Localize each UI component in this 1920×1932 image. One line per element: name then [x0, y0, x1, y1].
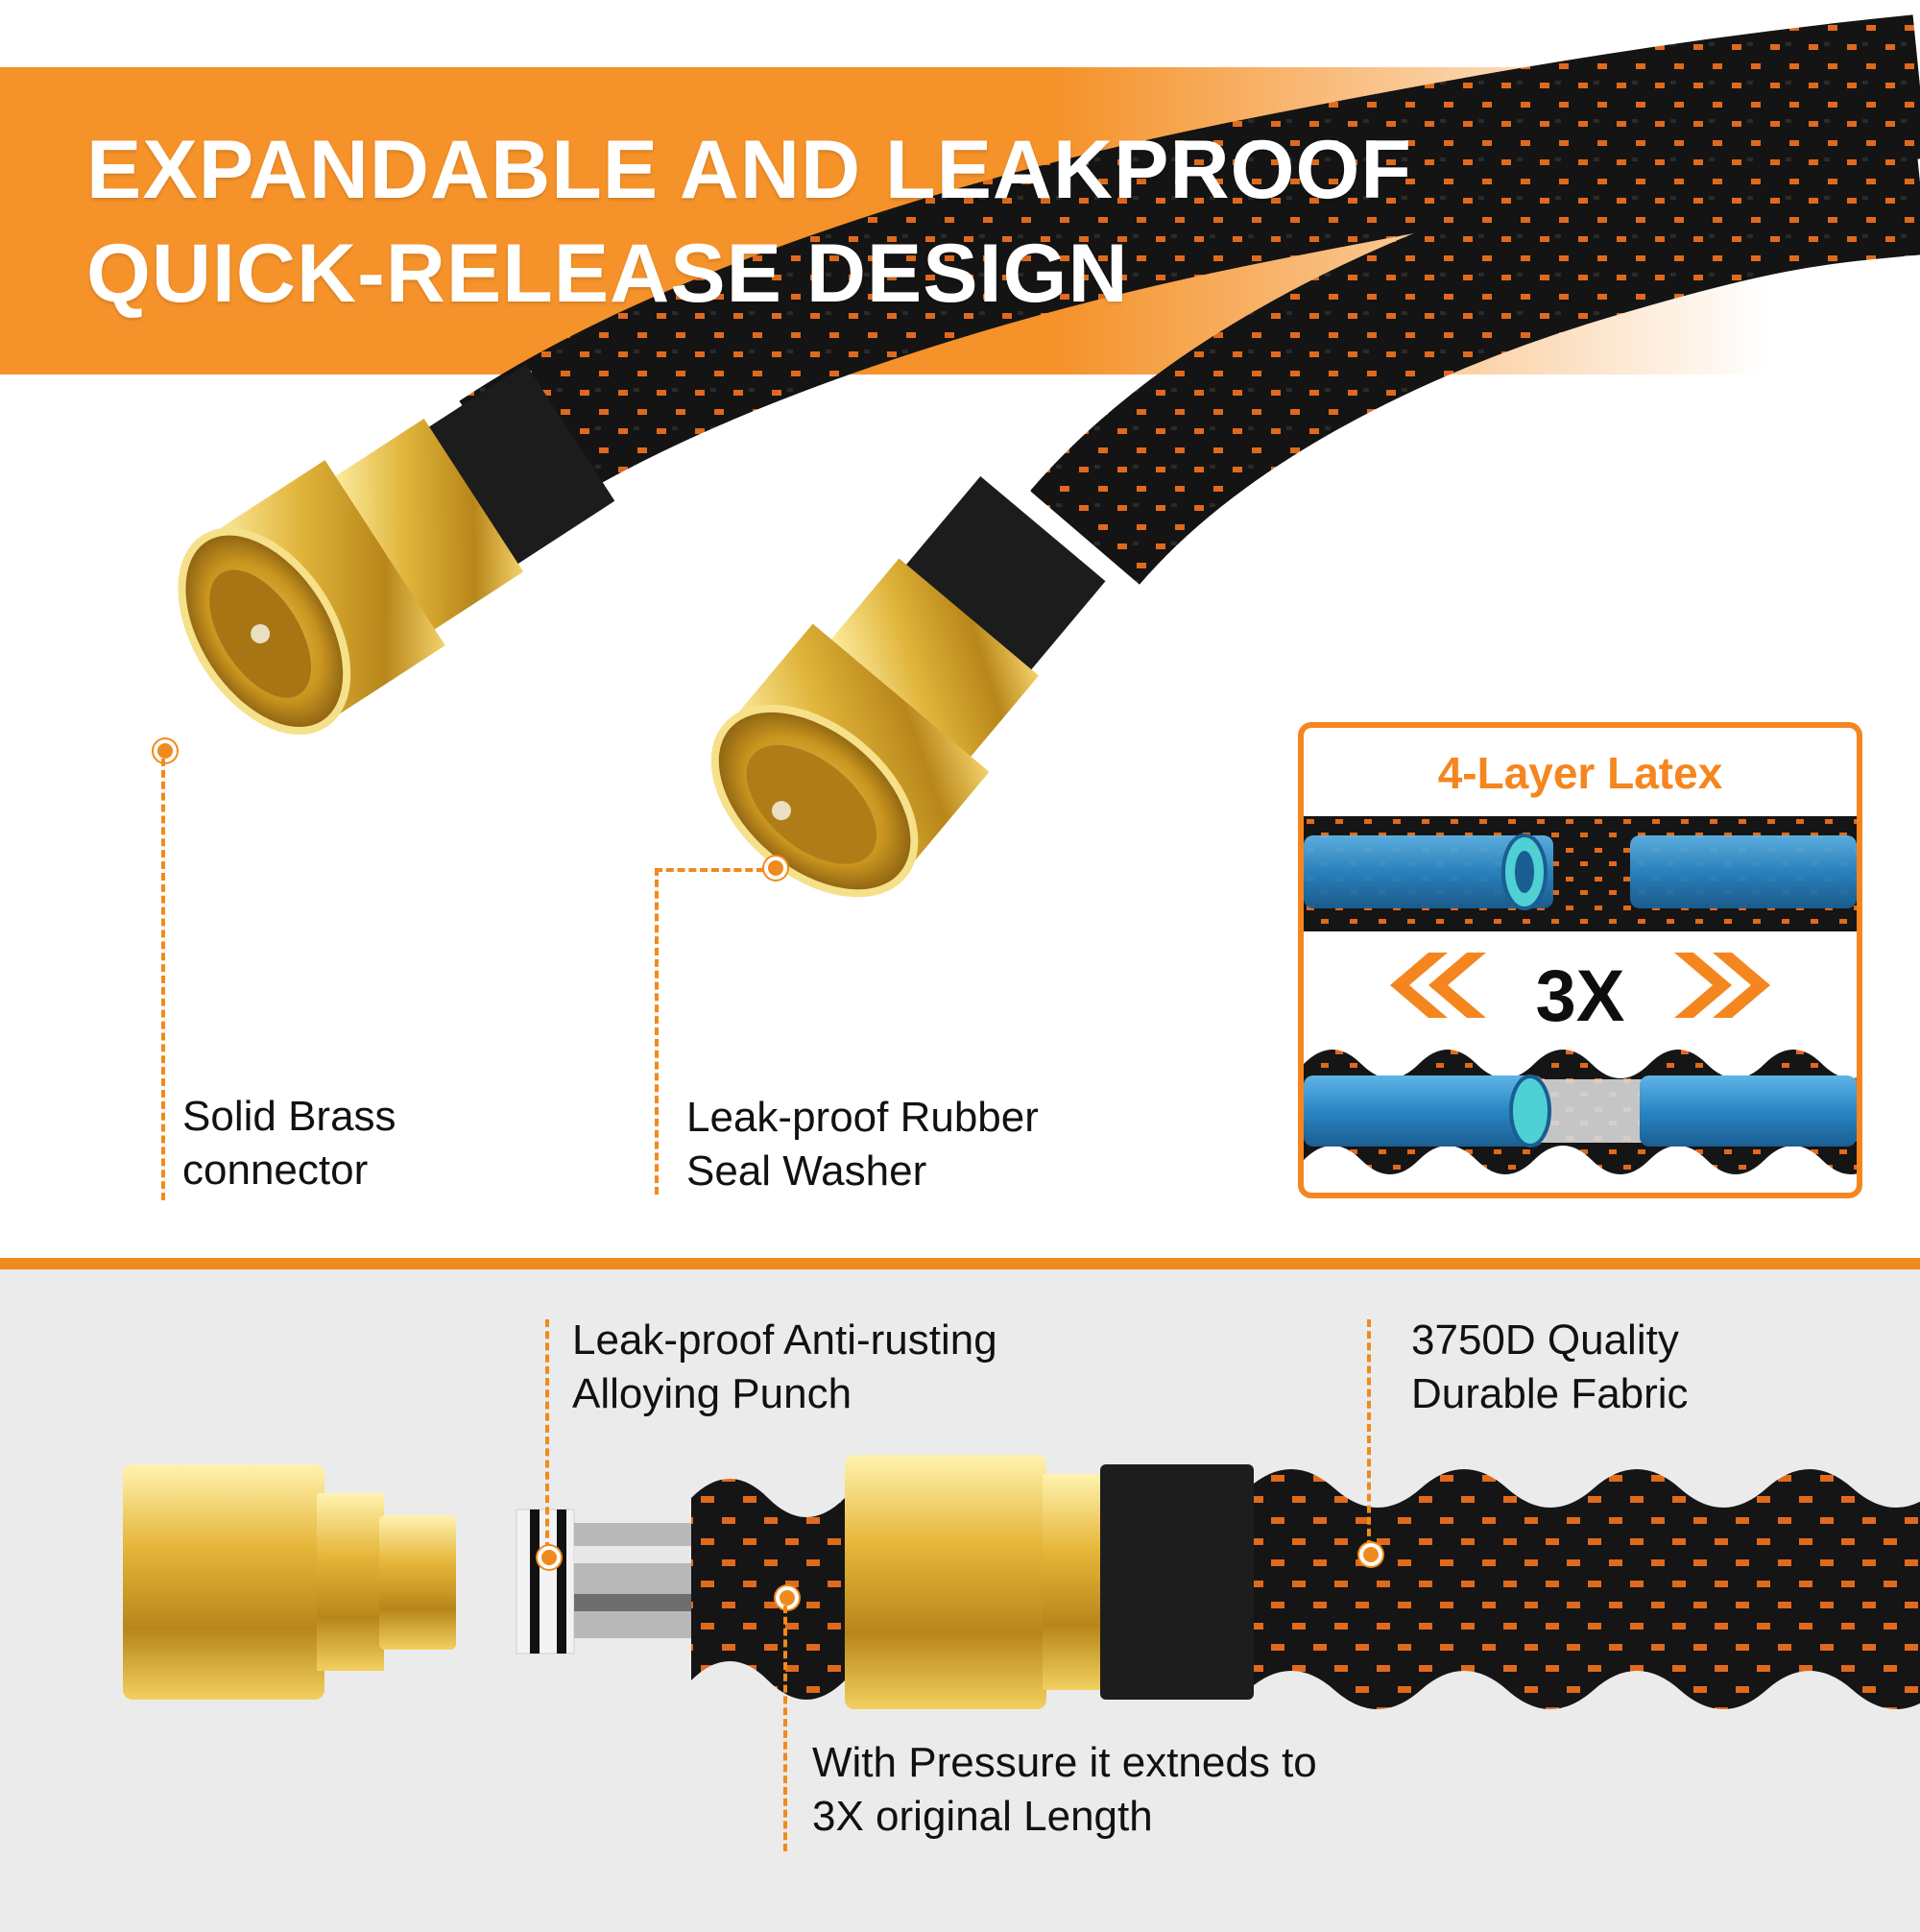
hose-illustration-bottom	[123, 1455, 1920, 1709]
inset-title: 4-Layer Latex	[1437, 748, 1723, 798]
inset-multiplier: 3X	[1535, 955, 1625, 1037]
label-rubber-washer-line2: Seal Washer	[686, 1147, 927, 1195]
label-alloy-punch-line2: Alloying Punch	[572, 1370, 852, 1417]
callout-line-punch	[545, 1319, 549, 1550]
callout-line-fabric	[1367, 1319, 1371, 1548]
attached-brass-connector	[845, 1455, 1046, 1709]
callout-dot-punch	[538, 1546, 561, 1569]
callout-dot-brass	[154, 739, 177, 762]
latex-diagram	[1304, 816, 1857, 1174]
hose-illustration-top	[178, 14, 1920, 898]
connector-right	[710, 475, 1106, 898]
arrow-right-chevrons	[1674, 953, 1770, 1018]
banner-title-line2: QUICK-RELEASE DESIGN	[86, 228, 1129, 320]
label-pressure-line1: With Pressure it extneds to	[812, 1739, 1317, 1786]
callout-line-pressure	[783, 1606, 787, 1851]
loose-brass-connector	[123, 1464, 456, 1700]
alloy-punch	[516, 1509, 699, 1654]
label-solid-brass-line1: Solid Brass	[182, 1093, 396, 1140]
label-alloy-punch: Leak-proof Anti-rusting Alloying Punch	[572, 1314, 997, 1421]
label-durable-fabric-line1: 3750D Quality	[1411, 1316, 1679, 1364]
arrow-left-chevrons	[1390, 953, 1486, 1018]
callout-dot-washer	[764, 857, 787, 880]
hose-left	[459, 14, 1920, 521]
banner-title-line1: EXPANDABLE AND LEAKPROOF	[86, 124, 1412, 216]
hose-right	[1030, 110, 1920, 586]
callout-line-washer	[655, 868, 659, 1195]
label-durable-fabric: 3750D Quality Durable Fabric	[1411, 1314, 1689, 1421]
label-solid-brass-line2: connector	[182, 1147, 369, 1194]
callout-dot-fabric	[1359, 1543, 1382, 1566]
callout-hline-washer	[655, 868, 764, 872]
callout-line-brass	[161, 759, 165, 1200]
label-pressure: With Pressure it extneds to 3X original …	[812, 1736, 1317, 1844]
label-rubber-washer-line1: Leak-proof Rubber	[686, 1094, 1039, 1141]
callout-dot-pressure	[776, 1586, 799, 1609]
label-solid-brass: Solid Brass connector	[182, 1090, 396, 1197]
expanded-hose	[691, 1479, 845, 1700]
label-pressure-line2: 3X original Length	[812, 1793, 1153, 1840]
connector-left	[178, 364, 615, 736]
latex-inset-panel: 4-Layer Latex	[1298, 722, 1862, 1198]
label-alloy-punch-line1: Leak-proof Anti-rusting	[572, 1316, 997, 1364]
label-durable-fabric-line2: Durable Fabric	[1411, 1370, 1689, 1417]
label-rubber-washer: Leak-proof Rubber Seal Washer	[686, 1091, 1039, 1198]
rubber-collar	[1100, 1464, 1254, 1700]
